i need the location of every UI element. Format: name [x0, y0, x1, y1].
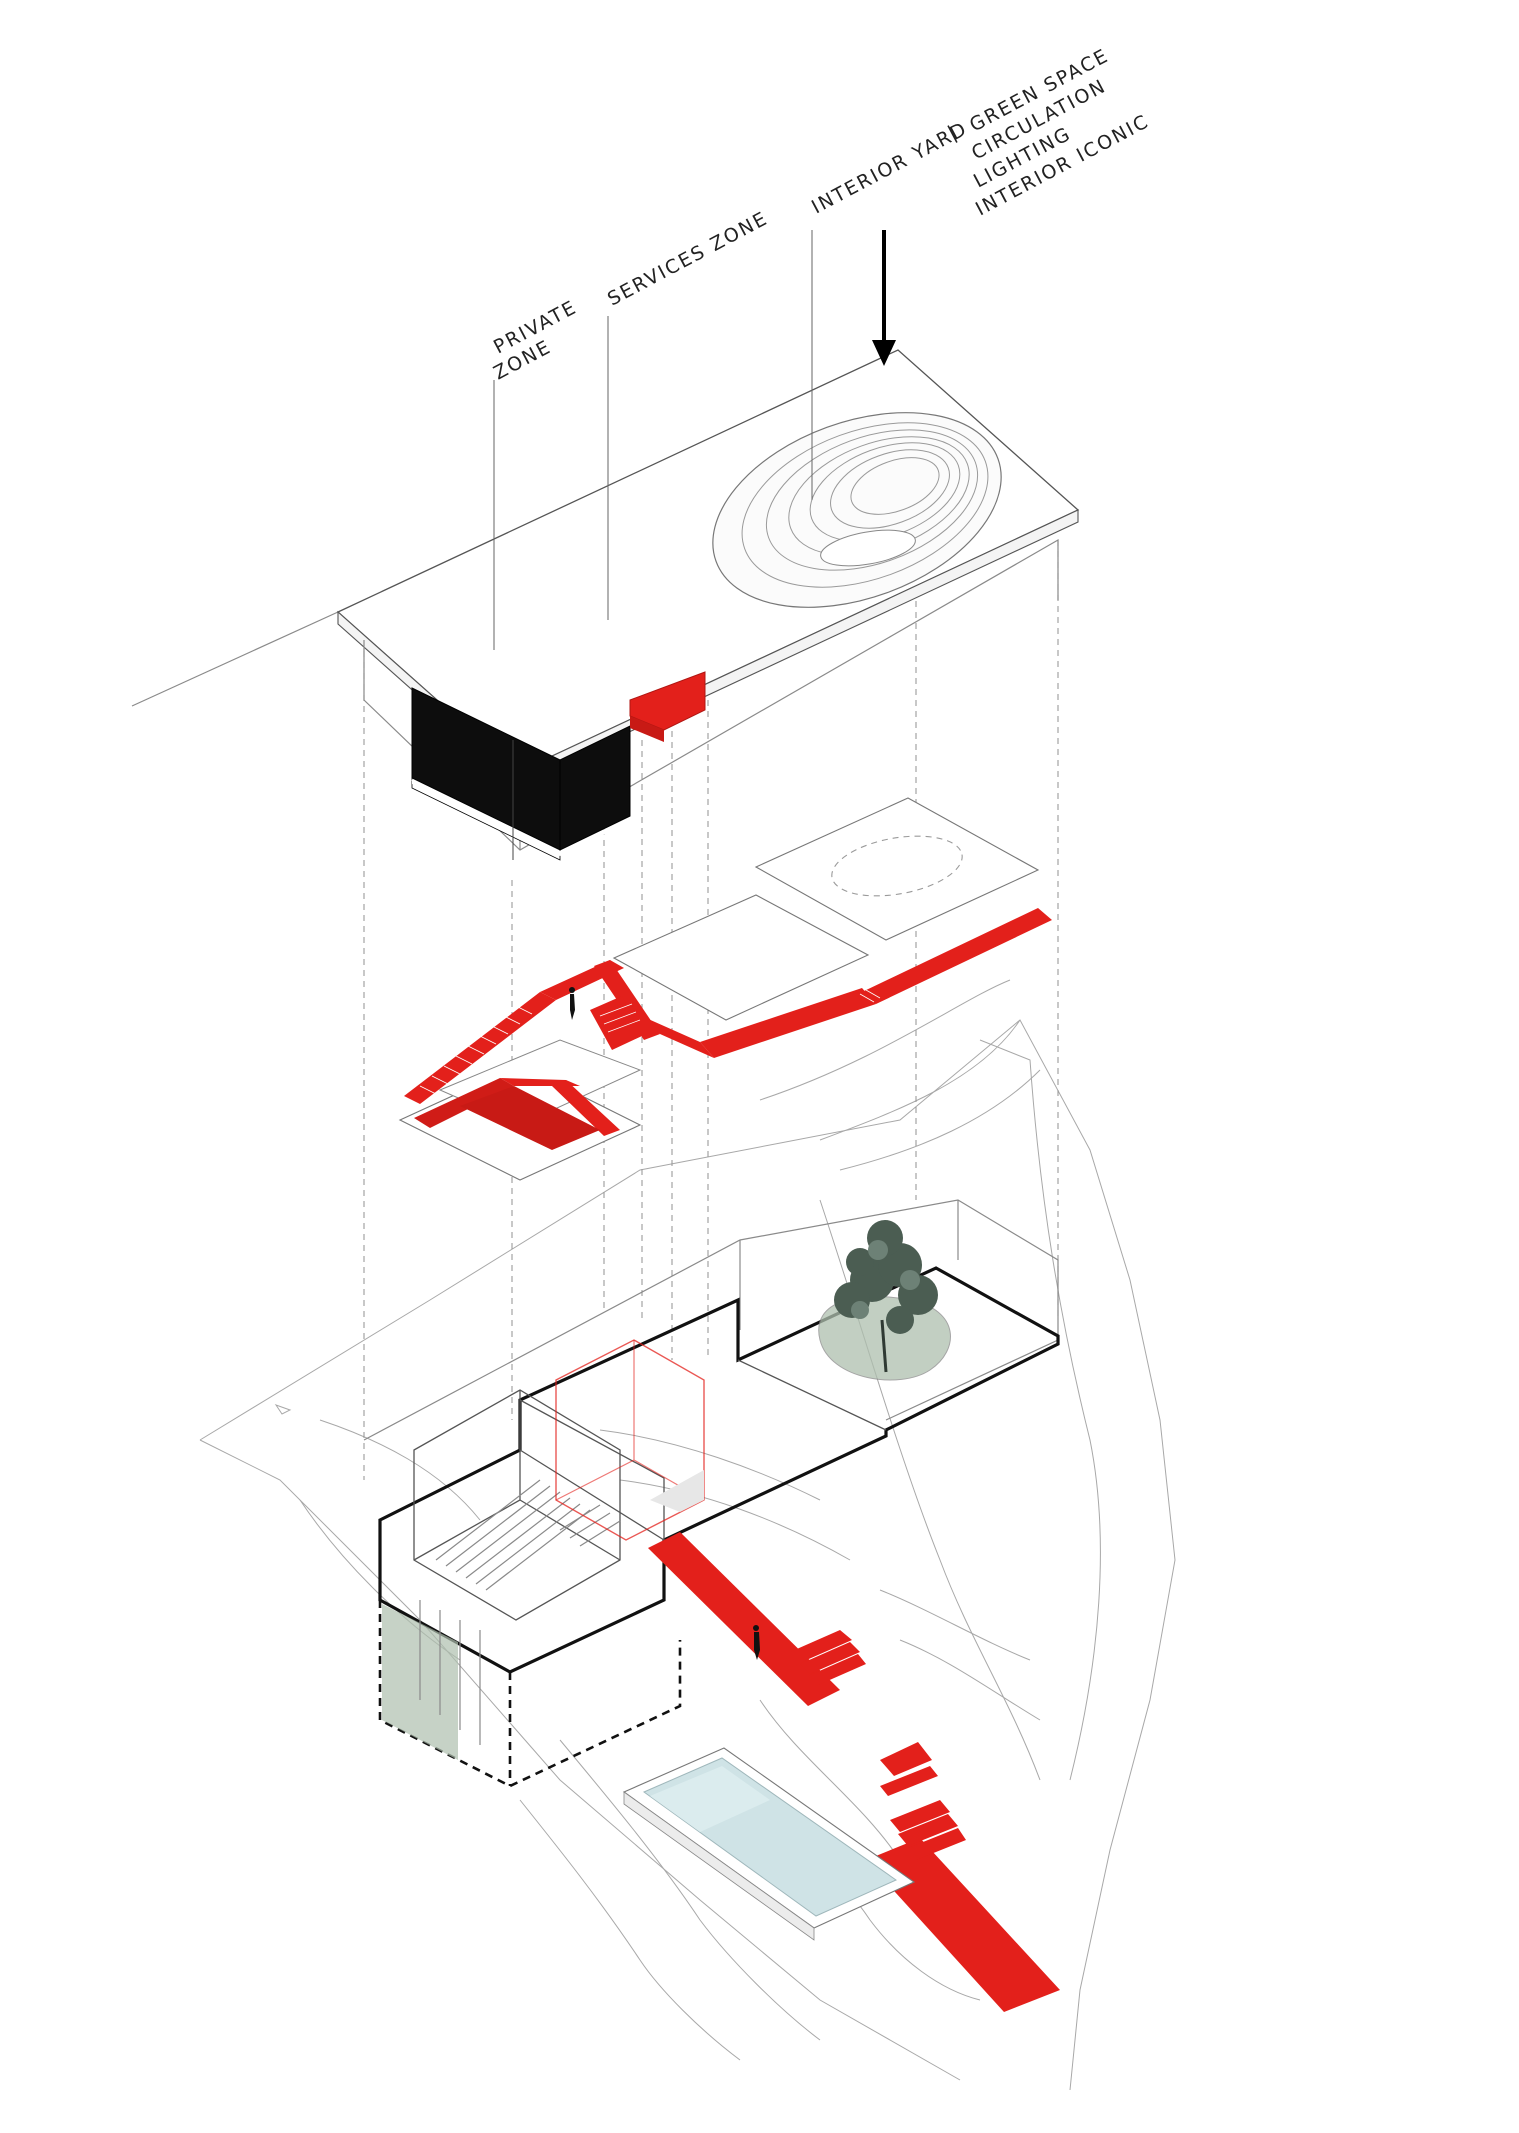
stair-steps	[419, 989, 881, 1095]
person-figure-upper	[569, 987, 575, 1020]
site-contours	[199, 979, 1176, 2091]
ground-line	[131, 611, 339, 707]
pool	[622, 1747, 916, 1941]
upper-floor-circulation[interactable]	[404, 908, 1052, 1150]
ground-floor	[363, 1199, 1060, 1788]
label-interior-yard: INTERIOR YARD	[808, 118, 971, 219]
label-services-zone: SERVICES ZONE	[604, 207, 772, 310]
interior-yard-skylight	[712, 412, 1002, 608]
courtyard-tree	[818, 1220, 951, 1381]
services-zone-block	[629, 671, 706, 742]
person-figure-ground	[753, 1625, 760, 1660]
private-zone-block	[411, 687, 631, 861]
ground-circulation-path[interactable]	[648, 1532, 1060, 2012]
